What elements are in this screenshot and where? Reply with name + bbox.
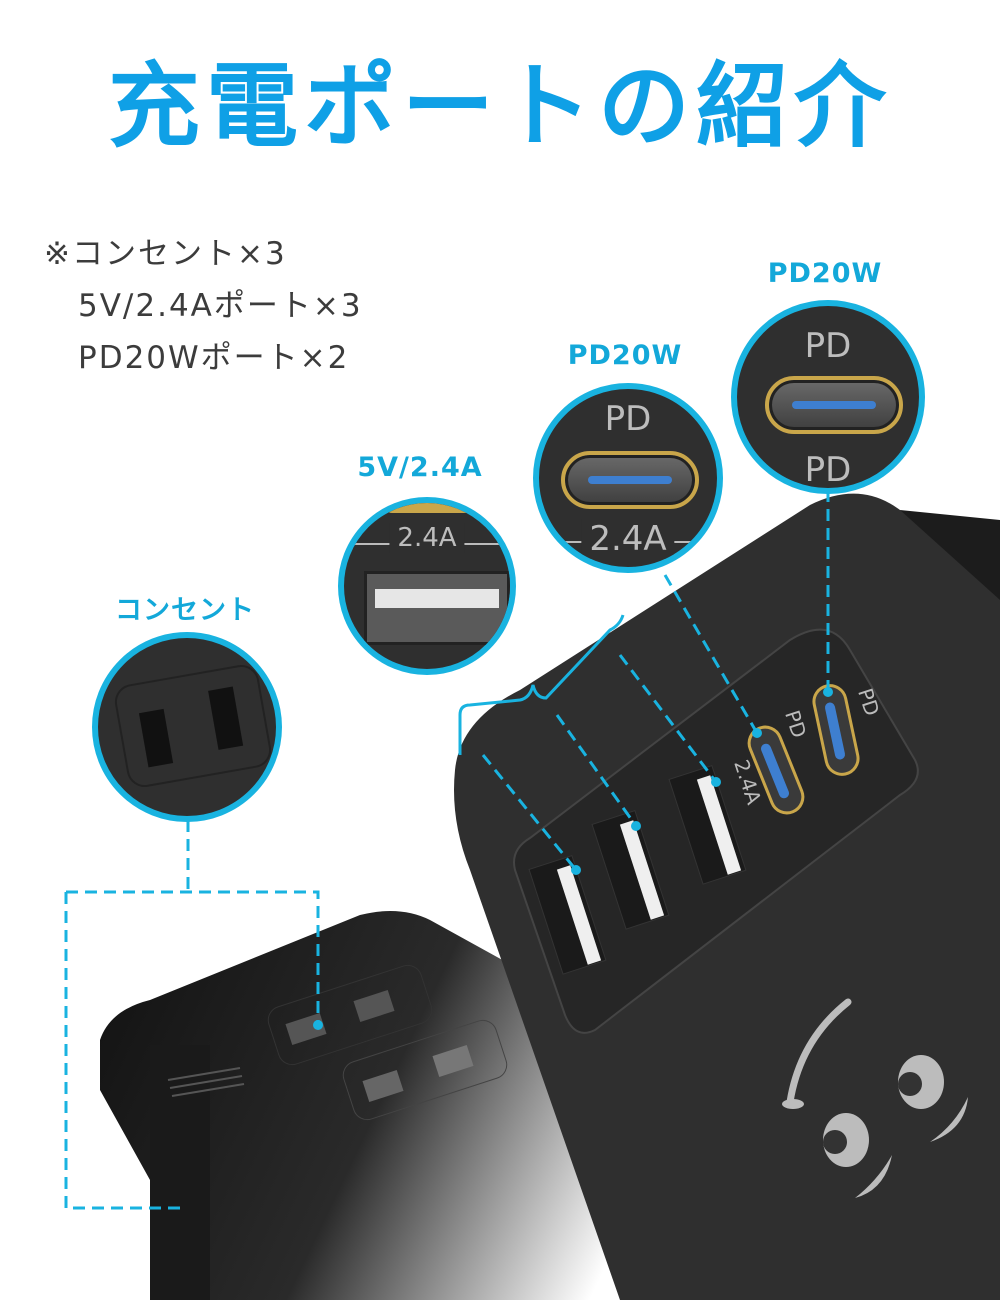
usb-c-2-label: PD20W xyxy=(767,258,883,289)
usb-c-1-port-icon xyxy=(561,451,699,509)
outlet-callout xyxy=(92,632,282,822)
outlet-label: コンセント xyxy=(115,595,255,626)
usb-c-2-port-icon xyxy=(765,376,903,434)
usb-c-1-label: PD20W xyxy=(567,340,683,371)
usb-a-port-icon xyxy=(364,571,510,645)
spec-usb-c: PD20Wポート×2 xyxy=(78,340,350,376)
outlet-icon xyxy=(112,662,274,790)
usb-c-1-callout: PD 2.4A xyxy=(533,383,723,573)
spec-list: ※コンセント×3 5V/2.4Aポート×3 PD20Wポート×2 xyxy=(44,228,363,384)
usb-a-label: 5V/2.4A xyxy=(357,452,483,483)
usb-a-bracket xyxy=(458,614,625,755)
usb-a-marking: 2.4A xyxy=(389,523,465,553)
page-title: 充電ポートの紹介 xyxy=(107,53,892,160)
leader-lines xyxy=(64,490,830,1210)
usb-charger xyxy=(454,493,1000,1300)
usb-c-1-marking-top: PD xyxy=(604,399,652,439)
spec-outlets: ※コンセント×3 xyxy=(44,236,287,272)
usb-c-2-callout: PD PD xyxy=(731,300,925,494)
spec-usb-a: 5V/2.4Aポート×3 xyxy=(78,288,363,324)
usb-c-1-marking-bottom: 2.4A xyxy=(581,519,675,559)
usb-a-callout: 2.4A xyxy=(338,497,516,675)
usb-c-2-marking-bottom: PD xyxy=(804,450,852,490)
usb-c-2-marking-top: PD xyxy=(804,326,852,366)
